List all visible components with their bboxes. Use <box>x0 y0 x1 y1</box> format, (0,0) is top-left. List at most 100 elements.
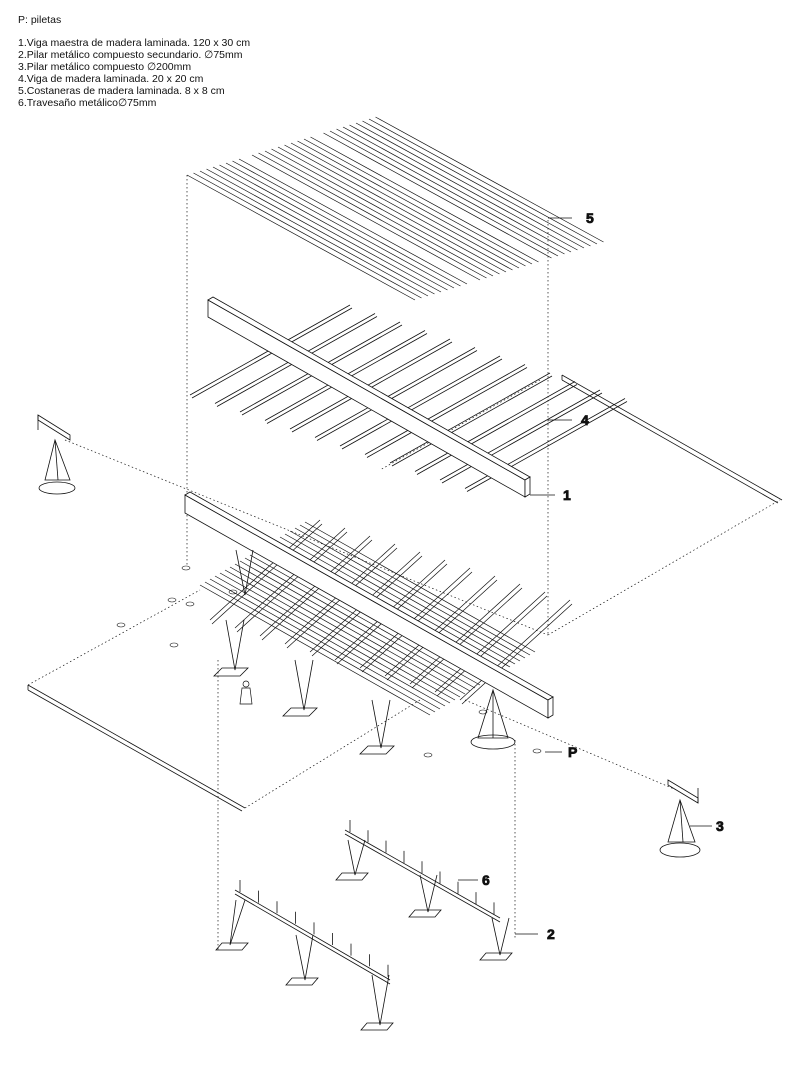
person-figure-icon <box>239 680 253 705</box>
roof-beam-line <box>236 531 348 633</box>
slat-line <box>219 164 448 291</box>
roof-beam-line <box>461 603 573 705</box>
roof-slat-line <box>199 584 431 716</box>
slat-line <box>284 144 513 271</box>
beam-line <box>439 389 601 481</box>
roof-slat-line <box>249 554 481 686</box>
slat-line <box>199 170 429 297</box>
callout-3: 3 <box>716 818 724 834</box>
roof-beam-line <box>459 599 571 701</box>
assembled-roof <box>199 519 573 716</box>
slat-line <box>225 162 455 289</box>
viga-maestra-assembled <box>184 491 554 719</box>
slat-line <box>251 154 481 281</box>
assembled-secondary-pillars <box>213 549 395 755</box>
beam-line <box>364 364 526 455</box>
legend-item-3: 3.Pilar metálico compuesto ∅200mm <box>18 61 192 73</box>
roof-beam-line <box>409 583 521 685</box>
slat-line <box>186 174 416 301</box>
roof-beam-line <box>386 579 498 681</box>
roof-slat-line <box>234 563 466 695</box>
slat-line <box>258 152 487 279</box>
beam-line <box>314 347 476 438</box>
roof-beam-line <box>434 591 546 693</box>
travesano-posts <box>239 820 495 977</box>
legend-item-2: 2.Pilar metálico compuesto secundario. ∅… <box>18 49 243 61</box>
slat-line <box>336 128 565 255</box>
beam-line <box>366 367 528 458</box>
marco-secundario-frames <box>215 829 513 1031</box>
beam-line <box>414 381 576 472</box>
slat-line <box>212 166 442 293</box>
beam-line <box>416 384 578 475</box>
beam-line <box>441 392 603 484</box>
roof-slat-line <box>219 572 451 704</box>
slat-line <box>368 118 598 245</box>
projection-lines <box>64 175 701 950</box>
callout-4: 4 <box>581 412 589 428</box>
roof-slat-line <box>279 536 511 668</box>
slat-line <box>355 122 585 249</box>
legend-item-5: 5.Costaneras de madera laminada. 8 x 8 c… <box>18 85 225 97</box>
slat-line <box>271 148 500 275</box>
slat-line <box>329 130 559 257</box>
roof-beam-line <box>209 519 321 621</box>
legend-item-4: 4.Viga de madera laminada. 20 x 20 cm <box>18 73 204 85</box>
slat-line <box>362 120 591 247</box>
legend-item-6: 6.Travesaño metálico∅75mm <box>18 97 157 109</box>
roof-beam-line <box>261 539 373 641</box>
callout-leaders <box>458 217 712 935</box>
roof-beam-line <box>234 527 346 629</box>
costaneras-top-slats <box>186 116 604 301</box>
callout-2: 2 <box>547 926 555 942</box>
roof-slat-line <box>284 533 516 665</box>
slat-line <box>264 150 494 277</box>
roof-slat-line <box>229 566 461 698</box>
beam-line <box>391 375 553 467</box>
callout-6: 6 <box>482 872 490 888</box>
floor-edge-right <box>561 374 783 504</box>
beam-line <box>289 338 451 430</box>
legend-title: P: piletas <box>18 14 62 26</box>
slat-line <box>342 126 572 253</box>
roof-slat-line <box>214 575 446 707</box>
legend-item-1: 1.Viga maestra de madera laminada. 120 x… <box>18 37 251 49</box>
slat-line <box>193 172 422 299</box>
pilar-principal-right <box>659 779 701 858</box>
roof-beam-line <box>359 567 471 669</box>
roof-beam-line <box>384 575 496 677</box>
beam-line <box>389 372 551 464</box>
slat-line <box>277 146 507 273</box>
roof-slat-line <box>244 557 476 689</box>
slat-line <box>310 136 539 263</box>
viga-maestra-exploded <box>207 296 531 498</box>
roof-slat-line <box>304 521 536 653</box>
beam-line <box>316 350 478 441</box>
callout-1: 1 <box>563 487 571 503</box>
callout-p: P <box>568 744 577 760</box>
slat-line <box>297 140 526 267</box>
slat-line <box>323 132 552 259</box>
slat-line <box>375 116 604 243</box>
slat-line <box>206 168 435 295</box>
roof-slat-line <box>239 560 471 692</box>
beam-line <box>339 355 501 447</box>
slat-line <box>303 138 533 265</box>
slat-line <box>349 124 578 251</box>
legend: P: piletas 1.Viga maestra de madera lami… <box>18 14 250 109</box>
slat-line <box>232 160 461 287</box>
callout-5: 5 <box>586 210 594 226</box>
pilar-principal-assembled <box>470 688 516 750</box>
floor-plane <box>27 499 781 812</box>
roof-beam-line <box>211 523 323 625</box>
roof-beam-line <box>411 587 523 689</box>
roof-slat-line <box>294 527 526 659</box>
roof-slat-line <box>204 581 436 713</box>
slat-line <box>290 142 520 269</box>
pilar-principal-left <box>37 414 76 495</box>
beam-line <box>341 358 503 450</box>
roof-beam-line <box>436 595 548 697</box>
roof-slat-line <box>299 524 531 656</box>
